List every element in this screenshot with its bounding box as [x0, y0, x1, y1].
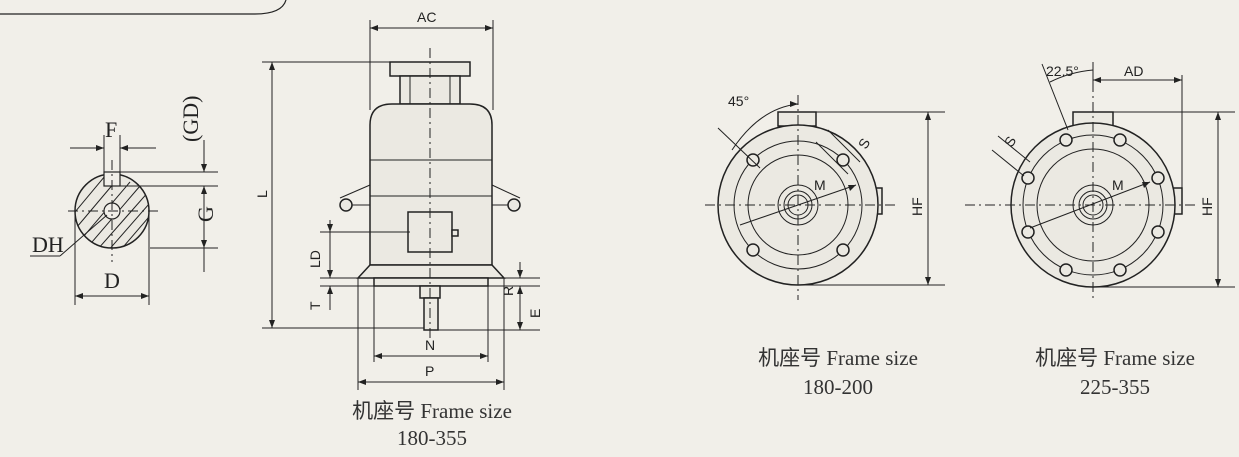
label-GD: (GD) — [178, 96, 203, 142]
flange-view-small: M 45° S HF 机座号 Frame size 180-200 — [705, 93, 945, 399]
caption-large-title: 机座号 Frame size — [1035, 346, 1195, 370]
bolt-hole — [836, 153, 850, 167]
caption-large-range: 225-355 — [1080, 375, 1150, 399]
bolt-hole — [746, 243, 760, 257]
label-HF-small: HF — [909, 197, 925, 216]
label-D: D — [104, 268, 120, 293]
label-M-large: M — [1112, 177, 1124, 193]
label-T: T — [307, 301, 323, 310]
bolt-hole — [1151, 225, 1165, 239]
flange-view-large: M 22.5° AD S HF 机座号 Frame size 225-355 — [965, 62, 1235, 399]
label-S-small: S — [855, 135, 874, 151]
label-S-large: S — [1001, 133, 1020, 149]
label-M-small: M — [814, 177, 826, 193]
label-P: P — [425, 363, 434, 379]
label-E: E — [527, 309, 543, 318]
label-L: L — [254, 190, 270, 198]
caption-small-title: 机座号 Frame size — [758, 346, 918, 370]
label-G: G — [193, 206, 218, 222]
label-angle-22-5: 22.5° — [1046, 63, 1079, 79]
mounting-flange — [356, 264, 506, 279]
caption-small-range: 180-200 — [803, 375, 873, 399]
motor-shaft — [423, 297, 439, 331]
caption-side-view-title: 机座号 Frame size — [352, 399, 512, 423]
label-N: N — [425, 337, 435, 353]
bolt-hole — [836, 243, 850, 257]
label-DH: DH — [32, 232, 64, 257]
bolt-hole — [746, 153, 760, 167]
label-HF-large: HF — [1199, 197, 1215, 216]
bolt-hole — [1151, 171, 1165, 185]
shaft-section-view: F (GD) G DH D — [30, 96, 218, 305]
label-AC: AC — [417, 9, 436, 25]
bolt-hole — [1059, 263, 1073, 277]
motor-side-view: AC L — [254, 9, 543, 450]
label-LD: LD — [307, 250, 323, 268]
caption-side-view-range: 180-355 — [397, 426, 467, 450]
bolt-hole — [1021, 171, 1035, 185]
label-AD: AD — [1124, 63, 1143, 79]
label-R: R — [500, 286, 516, 296]
title-box-corner — [0, 0, 287, 15]
label-angle-45: 45° — [728, 93, 749, 109]
motor-housing — [369, 103, 493, 266]
label-F: F — [105, 117, 117, 142]
bolt-hole — [1021, 225, 1035, 239]
bolt-hole — [1113, 133, 1127, 147]
bolt-hole — [1113, 263, 1127, 277]
bolt-hole — [1059, 133, 1073, 147]
